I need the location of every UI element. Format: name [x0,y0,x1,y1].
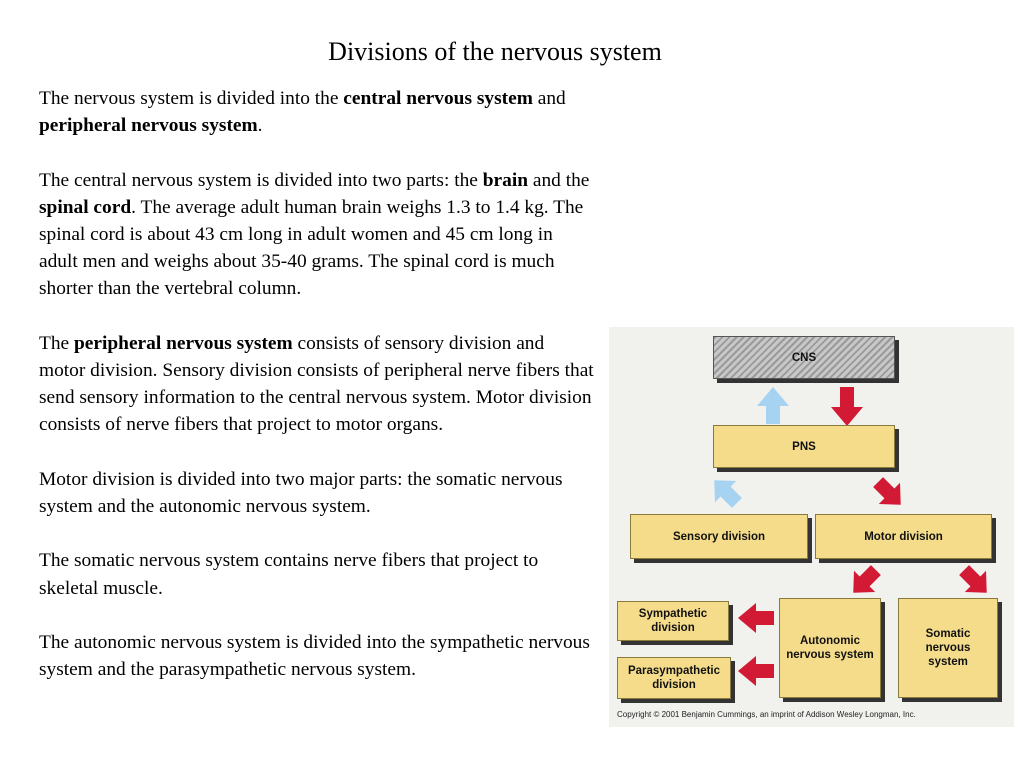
sympathetic-label: Sympathetic division [638,608,708,634]
efferent-arrow-left-diagonal-icon [853,565,881,593]
efferent-arrow-down-icon [831,387,863,426]
autonomic-label: Autonomic nervous system [786,635,874,661]
somatic-nervous-system-box: Somatic nervous system [898,598,998,698]
paragraph-1: The nervous system is divided into the c… [39,85,595,139]
paragraph-6: The autonomic nervous system is divided … [39,631,590,681]
body-text: The nervous system is divided into the c… [39,85,595,683]
copyright-notice: Copyright © 2001 Benjamin Cummings, an i… [617,710,916,719]
bold-term: peripheral nervous system [39,115,258,137]
text-run: The [39,332,74,354]
efferent-arrow-diagonal-icon [873,477,901,505]
bold-term: spinal cord [39,196,132,218]
bold-term: peripheral nervous system [74,332,293,354]
somatic-label: Somatic nervous system [925,628,971,668]
diagram-arrows [714,387,987,686]
cns-label: CNS [791,351,817,364]
bold-term: brain [482,169,529,191]
sensory-division-box: Sensory division [630,514,808,559]
text-run: . [257,115,263,137]
parasympathetic-label: Parasympathetic division [627,665,721,691]
pns-label: PNS [792,440,816,453]
bold-term: central nervous system [343,88,533,109]
pns-box: PNS [713,425,895,468]
text-run: and the [528,169,590,191]
paragraph-4: Motor division is divided into two major… [39,468,563,517]
afferent-arrow-diagonal-icon [714,480,742,508]
motor-division-label: Motor division [864,530,943,543]
autonomic-nervous-system-box: Autonomic nervous system [779,598,881,698]
text-run: The central nervous system is divided in… [39,169,483,191]
sensory-division-label: Sensory division [672,530,766,543]
text-run: . The average adult human brain weighs 1… [39,196,584,300]
paragraph-2: The central nervous system is divided in… [39,167,595,303]
motor-division-box: Motor division [815,514,992,559]
efferent-arrow-right-diagonal-icon [959,565,987,593]
text-run: and [532,88,566,109]
text-run: The nervous system is divided into the [39,88,344,109]
efferent-arrow-left-icon [738,656,774,686]
efferent-arrow-left-icon [738,603,774,633]
slide-title: Divisions of the nervous system [328,37,662,66]
nervous-system-diagram: CNS PNS Sensory division Motor division … [609,327,1014,727]
afferent-arrow-up-icon [757,387,789,424]
parasympathetic-division-box: Parasympathetic division [617,657,731,699]
paragraph-5: The somatic nervous system contains nerv… [39,550,539,599]
sympathetic-division-box: Sympathetic division [617,601,729,641]
text-run: consists of sensory division and motor d… [39,332,594,436]
cns-box: CNS [713,336,895,379]
paragraph-3: The peripheral nervous system consists o… [39,330,595,439]
